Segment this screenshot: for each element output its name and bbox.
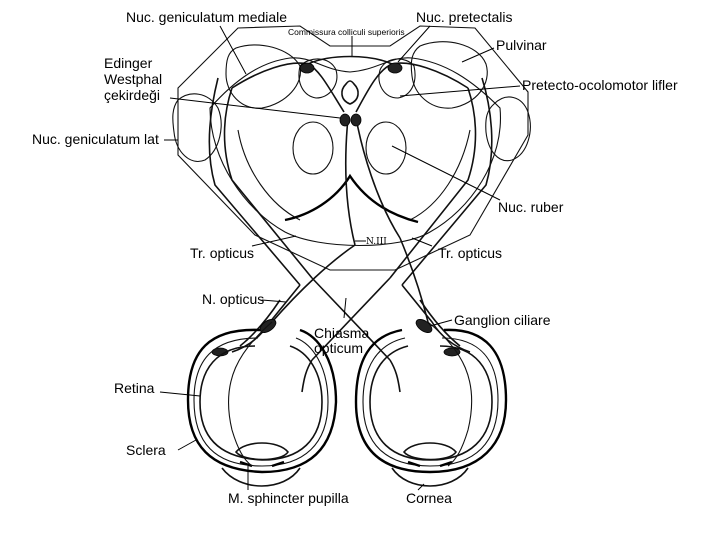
label-tr-opticus-left: Tr. opticus <box>190 245 254 261</box>
label-chiasma-line2: opticum <box>314 340 363 356</box>
lateral-geniculate-right <box>485 96 531 162</box>
leader-retina <box>159 391 201 397</box>
chiasma-inner-right <box>389 359 401 393</box>
ciliary-nerve-right <box>427 321 473 467</box>
label-retina: Retina <box>114 380 155 396</box>
sclera-right <box>354 328 508 474</box>
leader-lines <box>159 25 521 491</box>
cerebral-aqueduct <box>341 80 359 105</box>
optic-pathway <box>208 77 493 393</box>
label-nuc-pretectalis: Nuc. pretectalis <box>416 9 512 25</box>
label-nuc-geniculatum-lat: Nuc. geniculatum lat <box>32 131 159 147</box>
optic-tract-right-inner <box>389 87 477 279</box>
lens-right <box>402 442 457 461</box>
peduncle-left <box>237 129 301 221</box>
label-tr-opticus-right: Tr. opticus <box>438 245 502 261</box>
commissural-fiber <box>307 55 393 65</box>
ciliary-pathway-left <box>271 244 356 323</box>
label-commissura: Commissura colliculi superioris <box>288 27 405 37</box>
leader-tr-opticus-right <box>411 237 433 247</box>
cornea-right <box>391 467 469 487</box>
leader-sclera <box>177 439 197 451</box>
label-n-iii: N.III <box>366 237 387 247</box>
tectal-inner-outline <box>209 57 502 246</box>
pulvinar-right <box>410 41 488 109</box>
oculomotor-fiber-descending-2 <box>355 117 401 239</box>
label-nuc-geniculatum-mediale: Nuc. geniculatum mediale <box>126 9 287 25</box>
cornea-left <box>221 467 301 487</box>
label-pretecto-ocolomotor: Pretecto-ocolomotor lifler <box>522 77 678 93</box>
leader-n-opticus <box>261 299 287 303</box>
pupil-sphincter-left <box>239 460 285 468</box>
chiasma-inner-left <box>301 359 313 393</box>
leader-cornea <box>417 483 425 491</box>
pretecto-oculomotor-fibers <box>231 55 469 323</box>
ciliary-nerve-left <box>228 321 273 467</box>
leader-pretectalis <box>397 25 431 63</box>
choroid-left <box>193 337 329 467</box>
eye-left <box>186 321 338 487</box>
red-nucleus-right <box>365 121 407 175</box>
ganglion-ciliare-right <box>415 319 433 333</box>
pulvinar-left <box>225 44 302 109</box>
pretectal-nucleus-left <box>299 62 315 74</box>
pupil-sphincter-right <box>407 460 453 468</box>
colliculus-right <box>378 58 416 99</box>
ciliary-pathway-right <box>399 237 429 323</box>
label-pulvinar: Pulvinar <box>496 37 547 53</box>
red-nucleus-left <box>292 121 334 175</box>
label-m-sphincter: M. sphincter pupilla <box>228 490 349 506</box>
label-sclera: Sclera <box>126 442 166 458</box>
optic-tract-left-outer <box>208 77 301 286</box>
leader-tr-opticus-left <box>251 235 297 247</box>
midbrain-section <box>172 25 531 271</box>
label-n-opticus: N. opticus <box>202 291 264 307</box>
edinger-westphal-left <box>339 113 351 127</box>
label-ganglion-ciliare: Ganglion ciliare <box>454 312 551 328</box>
midbrain-outer-outline <box>177 25 529 271</box>
edinger-westphal-right <box>350 113 362 127</box>
leader-pretecto-ocolomotor <box>399 85 521 97</box>
leader-chiasma <box>343 297 347 319</box>
leader-pulvinar <box>461 47 495 63</box>
colliculus-left <box>298 58 338 99</box>
label-edinger-line1: Edinger <box>104 55 153 71</box>
oculomotor-fiber-descending <box>345 117 356 246</box>
lens-left <box>234 442 289 461</box>
label-edinger-line3: çekirdeği <box>104 87 160 103</box>
labels: Nuc. geniculatum mediale Commissura coll… <box>32 9 678 506</box>
leader-edinger <box>169 97 341 119</box>
choroid-right <box>362 337 499 467</box>
retinal-ganglion-right <box>443 347 461 357</box>
pretectal-nucleus-right <box>387 62 403 74</box>
leader-geniculatum-mediale <box>219 25 247 75</box>
label-chiasma-line1: Chiasma <box>314 325 369 341</box>
pretectal-fiber-left <box>231 62 345 113</box>
label-nuc-ruber: Nuc. ruber <box>498 199 564 215</box>
optic-tract-left-inner <box>223 87 313 279</box>
optic-nerve-left <box>239 299 281 347</box>
leader-nuc-ruber <box>391 145 501 201</box>
interpeduncular-fossa <box>284 173 419 224</box>
chiasma-cross-b <box>311 277 391 361</box>
optic-tract-right-outer <box>401 77 493 286</box>
lateral-geniculate-left <box>172 93 222 162</box>
label-cornea: Cornea <box>406 490 452 506</box>
peduncle-right <box>409 129 471 221</box>
eye-right <box>354 321 508 487</box>
sclera-left <box>186 328 338 474</box>
leader-ganglion-ciliare <box>429 319 453 327</box>
label-edinger-line2: Westphal <box>104 71 162 87</box>
